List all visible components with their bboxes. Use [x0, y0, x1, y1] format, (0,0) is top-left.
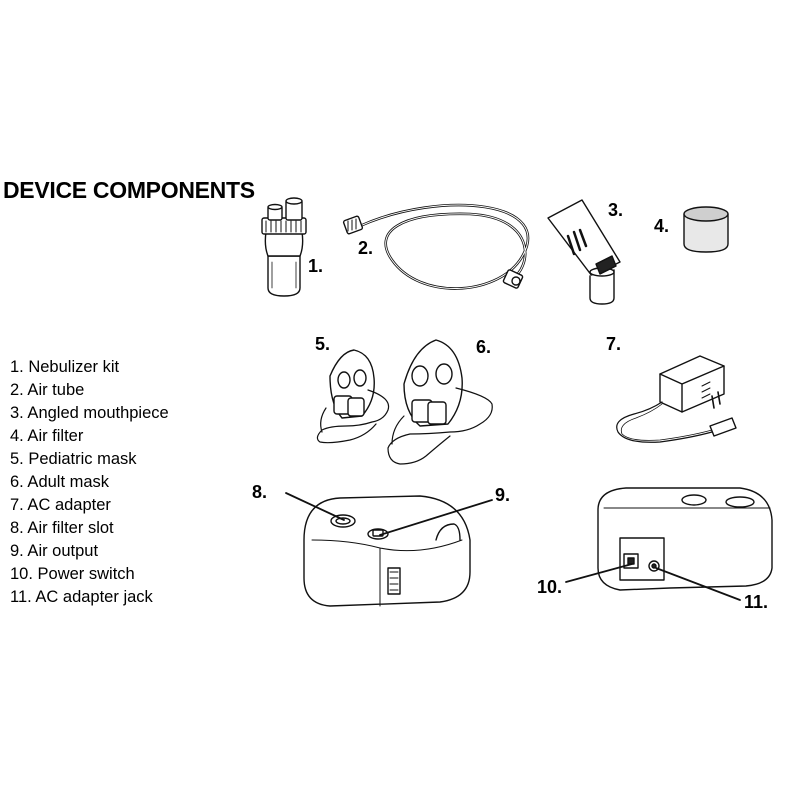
callout-number-2: 2.: [358, 238, 374, 258]
legend-item-nebulizer-kit: 1. Nebulizer kit: [10, 358, 120, 376]
callout-number-5: 5.: [315, 334, 331, 354]
main-unit-top-view-illustration: [304, 496, 470, 606]
leader-lines: [286, 493, 740, 600]
callout-number-9: 9.: [495, 485, 511, 505]
air-filter-illustration: [684, 207, 728, 252]
adult-mask-illustration: [388, 340, 492, 464]
callout-number-6: 6.: [476, 337, 492, 357]
legend-item-power-switch: 10. Power switch: [10, 565, 135, 583]
components-legend: 1. Nebulizer kit 2. Air tube 3. Angled m…: [10, 356, 169, 609]
main-unit-rear-view-illustration: [598, 488, 772, 590]
air-tube-illustration: [343, 205, 528, 289]
leader-line-8: [286, 493, 344, 520]
callout-number-11: 11.: [744, 592, 769, 612]
pediatric-mask-illustration: [317, 350, 388, 443]
callout-number-7: 7.: [606, 334, 622, 354]
legend-item-pediatric-mask: 5. Pediatric mask: [10, 450, 137, 468]
legend-item-air-filter-slot: 8. Air filter slot: [10, 519, 114, 537]
callout-number-4: 4.: [654, 216, 670, 236]
leader-line-9: [380, 500, 492, 535]
diagram-title: DEVICE COMPONENTS: [3, 177, 255, 203]
leader-line-11: [656, 568, 740, 600]
leader-line-10: [566, 564, 632, 582]
legend-item-angled-mouthpiece: 3. Angled mouthpiece: [10, 404, 169, 422]
callout-number-3: 3.: [608, 200, 624, 220]
angled-mouthpiece-illustration: [548, 200, 620, 304]
callout-number-10: 10.: [537, 577, 563, 597]
nebulizer-kit-illustration: [262, 198, 306, 296]
legend-item-adult-mask: 6. Adult mask: [10, 473, 110, 491]
legend-item-air-tube: 2. Air tube: [10, 381, 85, 399]
legend-item-air-filter: 4. Air filter: [10, 427, 84, 445]
ac-adapter-illustration: [617, 356, 736, 442]
callout-number-1: 1.: [308, 256, 324, 276]
callout-number-8: 8.: [252, 482, 268, 502]
legend-item-air-output: 9. Air output: [10, 542, 99, 560]
legend-item-ac-adapter: 7. AC adapter: [10, 496, 111, 514]
legend-item-ac-adapter-jack: 11. AC adapter jack: [10, 588, 153, 606]
